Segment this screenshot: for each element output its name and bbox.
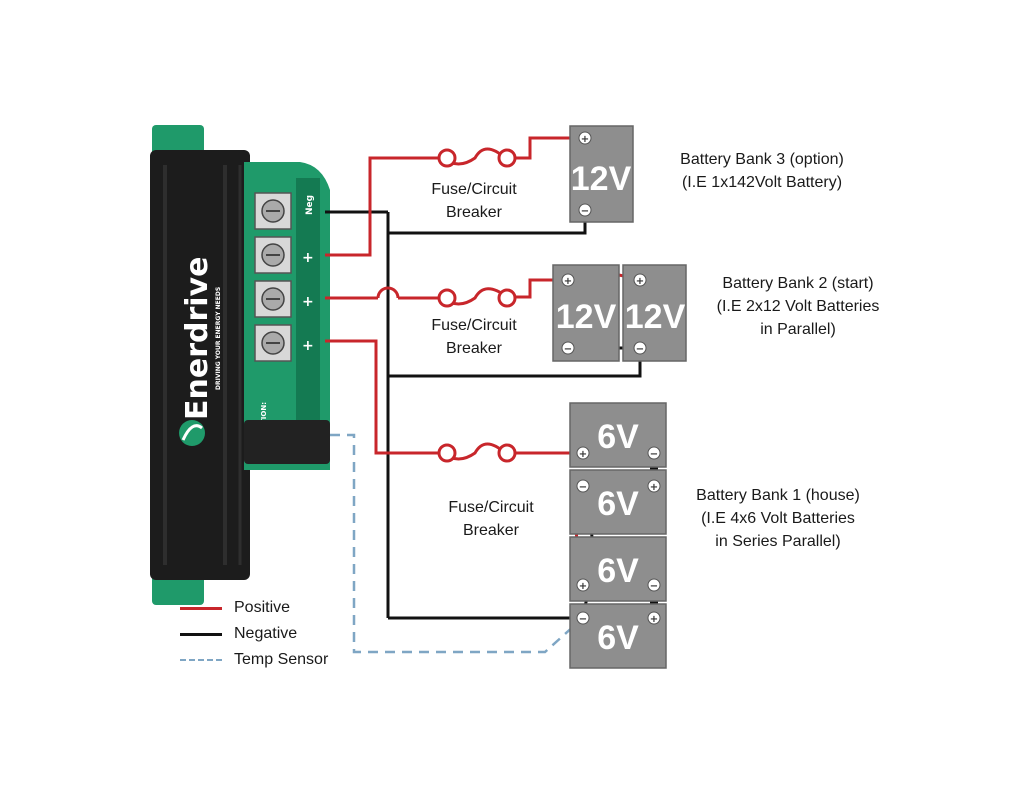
battery-label: 12V xyxy=(571,160,632,198)
plus-terminal-icon: + xyxy=(650,482,658,493)
plus-terminal-icon: + xyxy=(579,449,587,460)
bank-title: Battery Bank 1 (house) xyxy=(696,487,860,504)
plus-terminal-icon: + xyxy=(650,614,658,625)
minus-terminal-icon: − xyxy=(581,206,589,217)
bank-title: Battery Bank 3 (option) xyxy=(680,151,844,168)
battery-terminals: + − + − + − + − − + + − − + xyxy=(561,131,661,625)
bank-detail-2: in Parallel) xyxy=(760,321,836,338)
battery-label: 6V xyxy=(597,418,639,456)
bank-2-label: Battery Bank 2 (start) (I.E 2x12 Volt Ba… xyxy=(698,272,898,341)
fuse-icon-2a xyxy=(437,288,457,308)
minus-terminal-icon: − xyxy=(650,581,658,592)
terminal-plus-label-1: + xyxy=(302,250,314,266)
enerdrive-logo-icon xyxy=(179,420,205,446)
charger-cable-clip xyxy=(244,420,330,464)
positive-line-icon xyxy=(180,606,222,610)
legend-temp-sensor: Temp Sensor xyxy=(180,651,328,669)
battery-label: 6V xyxy=(597,619,639,657)
bank-3-label: Battery Bank 3 (option) (I.E 1x142Volt B… xyxy=(662,148,862,194)
terminal-neg xyxy=(254,192,292,230)
plus-terminal-icon: + xyxy=(579,581,587,592)
charger-brand: Enerdrive xyxy=(180,257,215,420)
plus-terminal-icon: + xyxy=(581,134,589,145)
battery-label: 12V xyxy=(556,298,617,336)
temp-sensor-line-icon xyxy=(180,659,222,661)
bank-1-label: Battery Bank 1 (house) (I.E 4x6 Volt Bat… xyxy=(678,484,878,553)
battery-label: 6V xyxy=(597,485,639,523)
fuse-icon-2b xyxy=(497,288,517,308)
plus-terminal-icon: + xyxy=(636,276,644,287)
battery-bank-1: 6V 6V 6V 6V xyxy=(569,402,667,669)
charger-tagline: DRIVING YOUR ENERGY NEEDS xyxy=(215,287,222,390)
fuse-label-3: Fuse/Circuit Breaker xyxy=(448,499,534,539)
negative-line-icon xyxy=(180,632,222,636)
fuse-icon-1a xyxy=(437,148,457,168)
fuse-icon-1b xyxy=(497,148,517,168)
minus-terminal-icon: − xyxy=(636,344,644,355)
minus-terminal-icon: − xyxy=(579,482,587,493)
fuse-icon-3a xyxy=(437,443,457,463)
fuse-icons xyxy=(437,148,517,463)
plus-terminal-icon: + xyxy=(564,276,572,287)
charger-bottom-bracket xyxy=(152,575,204,605)
battery-label: 6V xyxy=(597,552,639,590)
legend-positive: Positive xyxy=(180,599,290,617)
terminal-neg-label: Neg xyxy=(305,195,315,215)
bank-detail-2: in Series Parallel) xyxy=(715,533,841,550)
terminal-plus-3 xyxy=(254,324,292,362)
battery-label: 12V xyxy=(625,298,686,336)
bank-detail: (I.E 2x12 Volt Batteries xyxy=(716,298,880,315)
legend-negative: Negative xyxy=(180,625,297,643)
fuse-label-2: Fuse/Circuit Breaker xyxy=(431,317,517,357)
terminal-plus-2 xyxy=(254,280,292,318)
charger-top-bracket xyxy=(152,125,204,157)
minus-terminal-icon: − xyxy=(650,449,658,460)
terminal-plus-label-2: + xyxy=(302,294,314,310)
bank-title: Battery Bank 2 (start) xyxy=(722,275,874,292)
terminal-plus-1 xyxy=(254,236,292,274)
fuse-label-1: Fuse/Circuit Breaker xyxy=(431,181,517,221)
bank-detail: (I.E 1x142Volt Battery) xyxy=(681,174,843,191)
terminal-plus-label-3: + xyxy=(302,338,314,354)
minus-terminal-icon: − xyxy=(579,614,587,625)
battery-12v-bank2-b xyxy=(622,264,687,362)
temp-sensor-wire xyxy=(330,433,576,654)
minus-terminal-icon: − xyxy=(564,344,572,355)
fuse-icon-3b xyxy=(497,443,517,463)
charger-unit: Neg + + + CAUTION: Enerdrive DRIVING YOU… xyxy=(150,125,330,605)
bank-detail: (I.E 4x6 Volt Batteries xyxy=(701,510,855,527)
